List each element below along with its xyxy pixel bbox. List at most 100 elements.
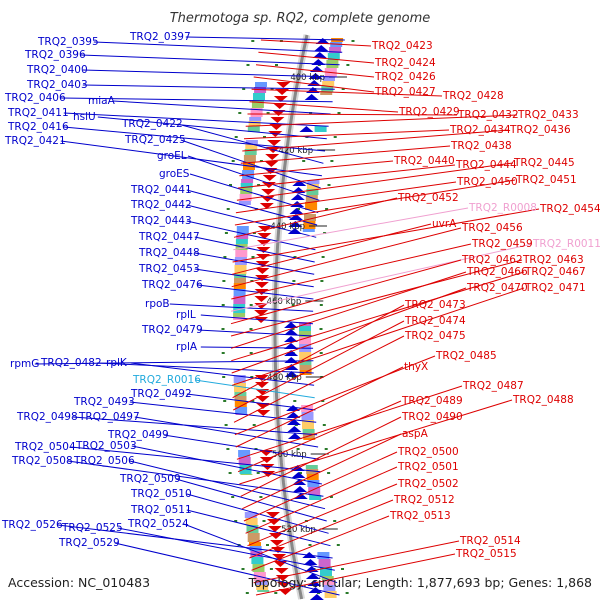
gene-label-right[interactable]: TRQ2_0427 <box>374 86 436 98</box>
gene-label-left[interactable]: TRQ2_0504 <box>14 441 76 453</box>
gene-label-right[interactable]: TRQ2_0501 <box>397 461 459 473</box>
gene-label-right[interactable]: TRQ2_R0011 <box>532 238 600 250</box>
gene-label-right[interactable]: TRQ2_0502 <box>397 478 459 490</box>
feature-tile <box>234 265 247 274</box>
gene-label-left[interactable]: TRQ2_0503 <box>75 440 137 452</box>
gene-label-left[interactable]: TRQ2_0416 <box>7 121 69 133</box>
leader-line-left <box>93 41 343 53</box>
gene-label-right[interactable]: thyX <box>404 361 428 373</box>
gene-label-left[interactable]: TRQ2_0447 <box>138 231 200 243</box>
gene-label-right[interactable]: TRQ2_0434 <box>449 124 511 136</box>
gene-label-right[interactable]: TRQ2_0490 <box>401 411 463 423</box>
gene-label-left[interactable]: TRQ2_0482 <box>40 357 102 369</box>
gene-label-right[interactable]: TRQ2_0423 <box>371 40 433 52</box>
gene-label-right[interactable]: TRQ2_0456 <box>461 222 523 234</box>
track-dot <box>346 64 350 66</box>
gene-label-left[interactable]: groEL <box>157 150 187 162</box>
gene-label-right[interactable]: TRQ2_0440 <box>393 155 455 167</box>
gene-label-left[interactable]: hslU <box>73 111 96 123</box>
gene-label-left[interactable]: TRQ2_0442 <box>130 199 192 211</box>
gene-label-left[interactable]: rplL <box>176 309 196 321</box>
gene-label-right[interactable]: TRQ2_0426 <box>374 71 436 83</box>
gene-label-right[interactable]: uvrA <box>432 218 457 230</box>
gene-label-right[interactable]: TRQ2_0487 <box>462 380 524 392</box>
feature-tile <box>307 180 320 184</box>
gene-label-left[interactable]: TRQ2_0479 <box>141 324 203 336</box>
gene-label-right[interactable]: TRQ2_0488 <box>512 394 574 406</box>
gene-label-right[interactable]: TRQ2_0452 <box>397 192 459 204</box>
gene-label-right[interactable]: TRQ2_0471 <box>524 282 586 294</box>
gene-label-left[interactable]: TRQ2_0396 <box>24 49 86 61</box>
feature-tile <box>246 525 259 533</box>
gene-label-right[interactable]: TRQ2_0470 <box>466 282 528 294</box>
gene-label-right[interactable]: TRQ2_0433 <box>517 109 579 121</box>
gene-label-left[interactable]: TRQ2_0476 <box>141 279 203 291</box>
gene-label-left[interactable]: TRQ2_0400 <box>26 64 88 76</box>
gene-label-right[interactable]: TRQ2_0512 <box>393 494 455 506</box>
gene-label-left[interactable]: TRQ2_0525 <box>61 522 123 534</box>
gene-label-left[interactable]: TRQ2_0493 <box>73 396 135 408</box>
gene-label-left[interactable]: TRQ2_0506 <box>73 455 135 467</box>
gene-label-right[interactable]: TRQ2_0500 <box>397 446 459 458</box>
gene-label-left[interactable]: rpmG <box>10 358 39 370</box>
gene-label-right[interactable]: TRQ2_0466 <box>466 266 528 278</box>
gene-label-right[interactable]: TRQ2_0444 <box>455 159 517 171</box>
gene-label-left[interactable]: TRQ2_0508 <box>11 455 73 467</box>
gene-label-left[interactable]: TRQ2_0529 <box>58 537 120 549</box>
gene-label-left[interactable]: TRQ2_0499 <box>107 429 169 441</box>
gene-label-left[interactable]: TRQ2_0422 <box>121 118 183 130</box>
gene-label-left[interactable]: TRQ2_0511 <box>130 504 192 516</box>
gene-label-right[interactable]: TRQ2_0445 <box>513 157 575 169</box>
gene-label-left[interactable]: TRQ2_0411 <box>7 107 69 119</box>
gene-label-left[interactable]: TRQ2_0498 <box>16 411 78 423</box>
gene-label-left[interactable]: TRQ2_R0016 <box>132 374 201 386</box>
gene-label-left[interactable]: TRQ2_0397 <box>129 31 191 43</box>
gene-label-right[interactable]: TRQ2_0514 <box>459 535 521 547</box>
gene-label-left[interactable]: TRQ2_0526 <box>1 519 63 531</box>
leader-line-right <box>247 483 398 547</box>
gene-label-right[interactable]: TRQ2_0451 <box>515 174 577 186</box>
gene-label-right[interactable]: TRQ2_0489 <box>401 395 463 407</box>
gene-label-left[interactable]: rplK <box>106 357 128 369</box>
gene-label-right[interactable]: TRQ2_0432 <box>457 109 519 121</box>
gene-label-left[interactable]: TRQ2_0441 <box>130 184 192 196</box>
gene-label-right[interactable]: TRQ2_0513 <box>389 510 451 522</box>
gene-label-left[interactable]: TRQ2_0406 <box>4 92 66 104</box>
gene-label-right[interactable]: TRQ2_0454 <box>539 203 600 215</box>
gene-label-right[interactable]: TRQ2_0467 <box>524 266 586 278</box>
gene-label-right[interactable]: TRQ2_R0008 <box>468 202 537 214</box>
reverse-gene-arrow <box>274 568 289 574</box>
gene-label-right[interactable]: TRQ2_0463 <box>522 254 584 266</box>
gene-label-left[interactable]: miaA <box>88 95 116 107</box>
gene-label-right[interactable]: TRQ2_0438 <box>450 140 512 152</box>
gene-label-right[interactable]: TRQ2_0429 <box>398 106 460 118</box>
gene-label-left[interactable]: rpoB <box>145 298 170 310</box>
gene-label-left[interactable]: TRQ2_0403 <box>26 79 88 91</box>
gene-label-right[interactable]: TRQ2_0474 <box>404 315 466 327</box>
gene-label-right[interactable]: TRQ2_0515 <box>455 548 517 560</box>
gene-label-left[interactable]: groES <box>159 168 190 180</box>
gene-label-left[interactable]: TRQ2_0421 <box>4 135 66 147</box>
gene-label-left[interactable]: TRQ2_0425 <box>124 134 186 146</box>
gene-label-left[interactable]: TRQ2_0443 <box>130 215 192 227</box>
gene-label-right[interactable]: TRQ2_0424 <box>374 57 436 69</box>
gene-label-right[interactable]: TRQ2_0462 <box>461 254 523 266</box>
gene-label-left[interactable]: TRQ2_0497 <box>78 411 140 423</box>
gene-label-left[interactable]: TRQ2_0524 <box>127 518 189 530</box>
gene-label-left[interactable]: rplA <box>176 341 198 353</box>
gene-label-left[interactable]: TRQ2_0453 <box>138 263 200 275</box>
leader-line-left <box>186 493 329 534</box>
gene-label-right[interactable]: TRQ2_0459 <box>471 238 533 250</box>
gene-label-right[interactable]: TRQ2_0485 <box>435 350 497 362</box>
gene-label-right[interactable]: TRQ2_0475 <box>404 330 466 342</box>
gene-label-left[interactable]: TRQ2_0510 <box>130 488 192 500</box>
gene-label-right[interactable]: aspA <box>402 428 429 440</box>
gene-label-right[interactable]: TRQ2_0428 <box>442 90 504 102</box>
gene-label-left[interactable]: TRQ2_0492 <box>130 388 192 400</box>
gene-label-left[interactable]: TRQ2_0509 <box>119 473 181 485</box>
gene-label-right[interactable]: TRQ2_0473 <box>404 299 466 311</box>
gene-label-right[interactable]: TRQ2_0450 <box>456 176 518 188</box>
gene-label-right[interactable]: TRQ2_0436 <box>509 124 571 136</box>
gene-label-left[interactable]: TRQ2_0395 <box>37 36 99 48</box>
gene-label-left[interactable]: TRQ2_0448 <box>138 247 200 259</box>
